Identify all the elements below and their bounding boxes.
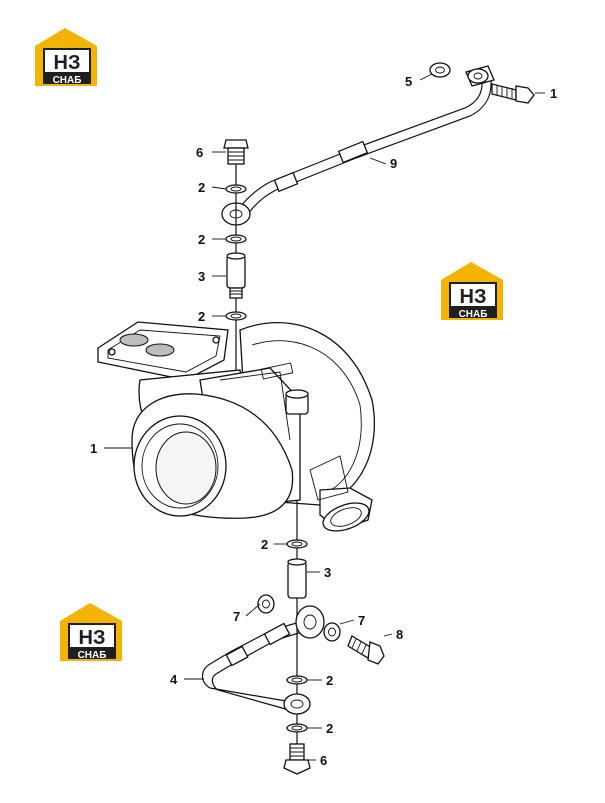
washer-2-b [225,234,247,244]
callout-2-e: 2 [326,673,333,688]
washer-7-left [257,594,275,614]
callout-4: 4 [170,672,178,687]
washer-2-c [225,311,247,321]
washer-2-d [286,539,308,549]
callout-7-left: 7 [233,609,240,624]
callout-8: 8 [396,627,403,642]
callout-7-right: 7 [358,613,365,628]
adapter-3-upper [226,252,246,299]
logo-top-text: НЗ [460,286,487,308]
oil-drain-tube [201,621,303,713]
logo-middle-right: НЗ СНАБ [441,262,503,320]
banjo-fitting-drain-upper [295,605,325,639]
oil-feed-tube [235,79,492,221]
callout-1-upper: 1 [550,86,557,101]
callout-9: 9 [390,156,397,171]
callout-2-b: 2 [198,232,205,247]
callout-1-left: 1 [90,441,97,456]
banjo-bolt-6-lower [283,743,311,775]
washer-2-f [286,723,308,733]
callout-2-d: 2 [261,537,268,552]
washer-7-right [323,622,341,642]
callout-3-upper: 3 [198,269,205,284]
callout-2-a: 2 [198,180,205,195]
banjo-bolt-6-upper [223,139,249,165]
callout-6-upper: 6 [196,145,203,160]
washer-5 [429,62,451,78]
logo-top-text: НЗ [54,52,81,74]
logo-bottom-text: СНАБ [53,75,82,86]
callout-2-c: 2 [198,309,205,324]
banjo-fitting-upper [465,65,495,87]
callout-5: 5 [405,74,412,89]
bolt-1-upper [491,83,535,104]
callout-numbers: 1 5 9 6 2 2 3 2 1 2 3 7 7 8 4 2 2 6 [90,74,557,768]
logo-top-left: НЗ СНАБ [35,28,97,86]
adapter-3-lower [287,558,307,599]
plug-8 [347,635,385,665]
logo-bottom-text: СНАБ [459,309,488,320]
banjo-fitting-drain-lower [283,693,311,715]
callout-6-lower: 6 [320,753,327,768]
turbocharger [97,321,376,532]
callout-3-lower: 3 [324,565,331,580]
logo-bottom-left: НЗ СНАБ [60,603,122,661]
washer-2-a [225,184,247,194]
logo-top-text: НЗ [79,627,106,649]
leader-lines [104,73,545,761]
callout-2-f: 2 [326,721,333,736]
washer-2-e [286,675,308,685]
logo-bottom-text: СНАБ [78,650,107,661]
